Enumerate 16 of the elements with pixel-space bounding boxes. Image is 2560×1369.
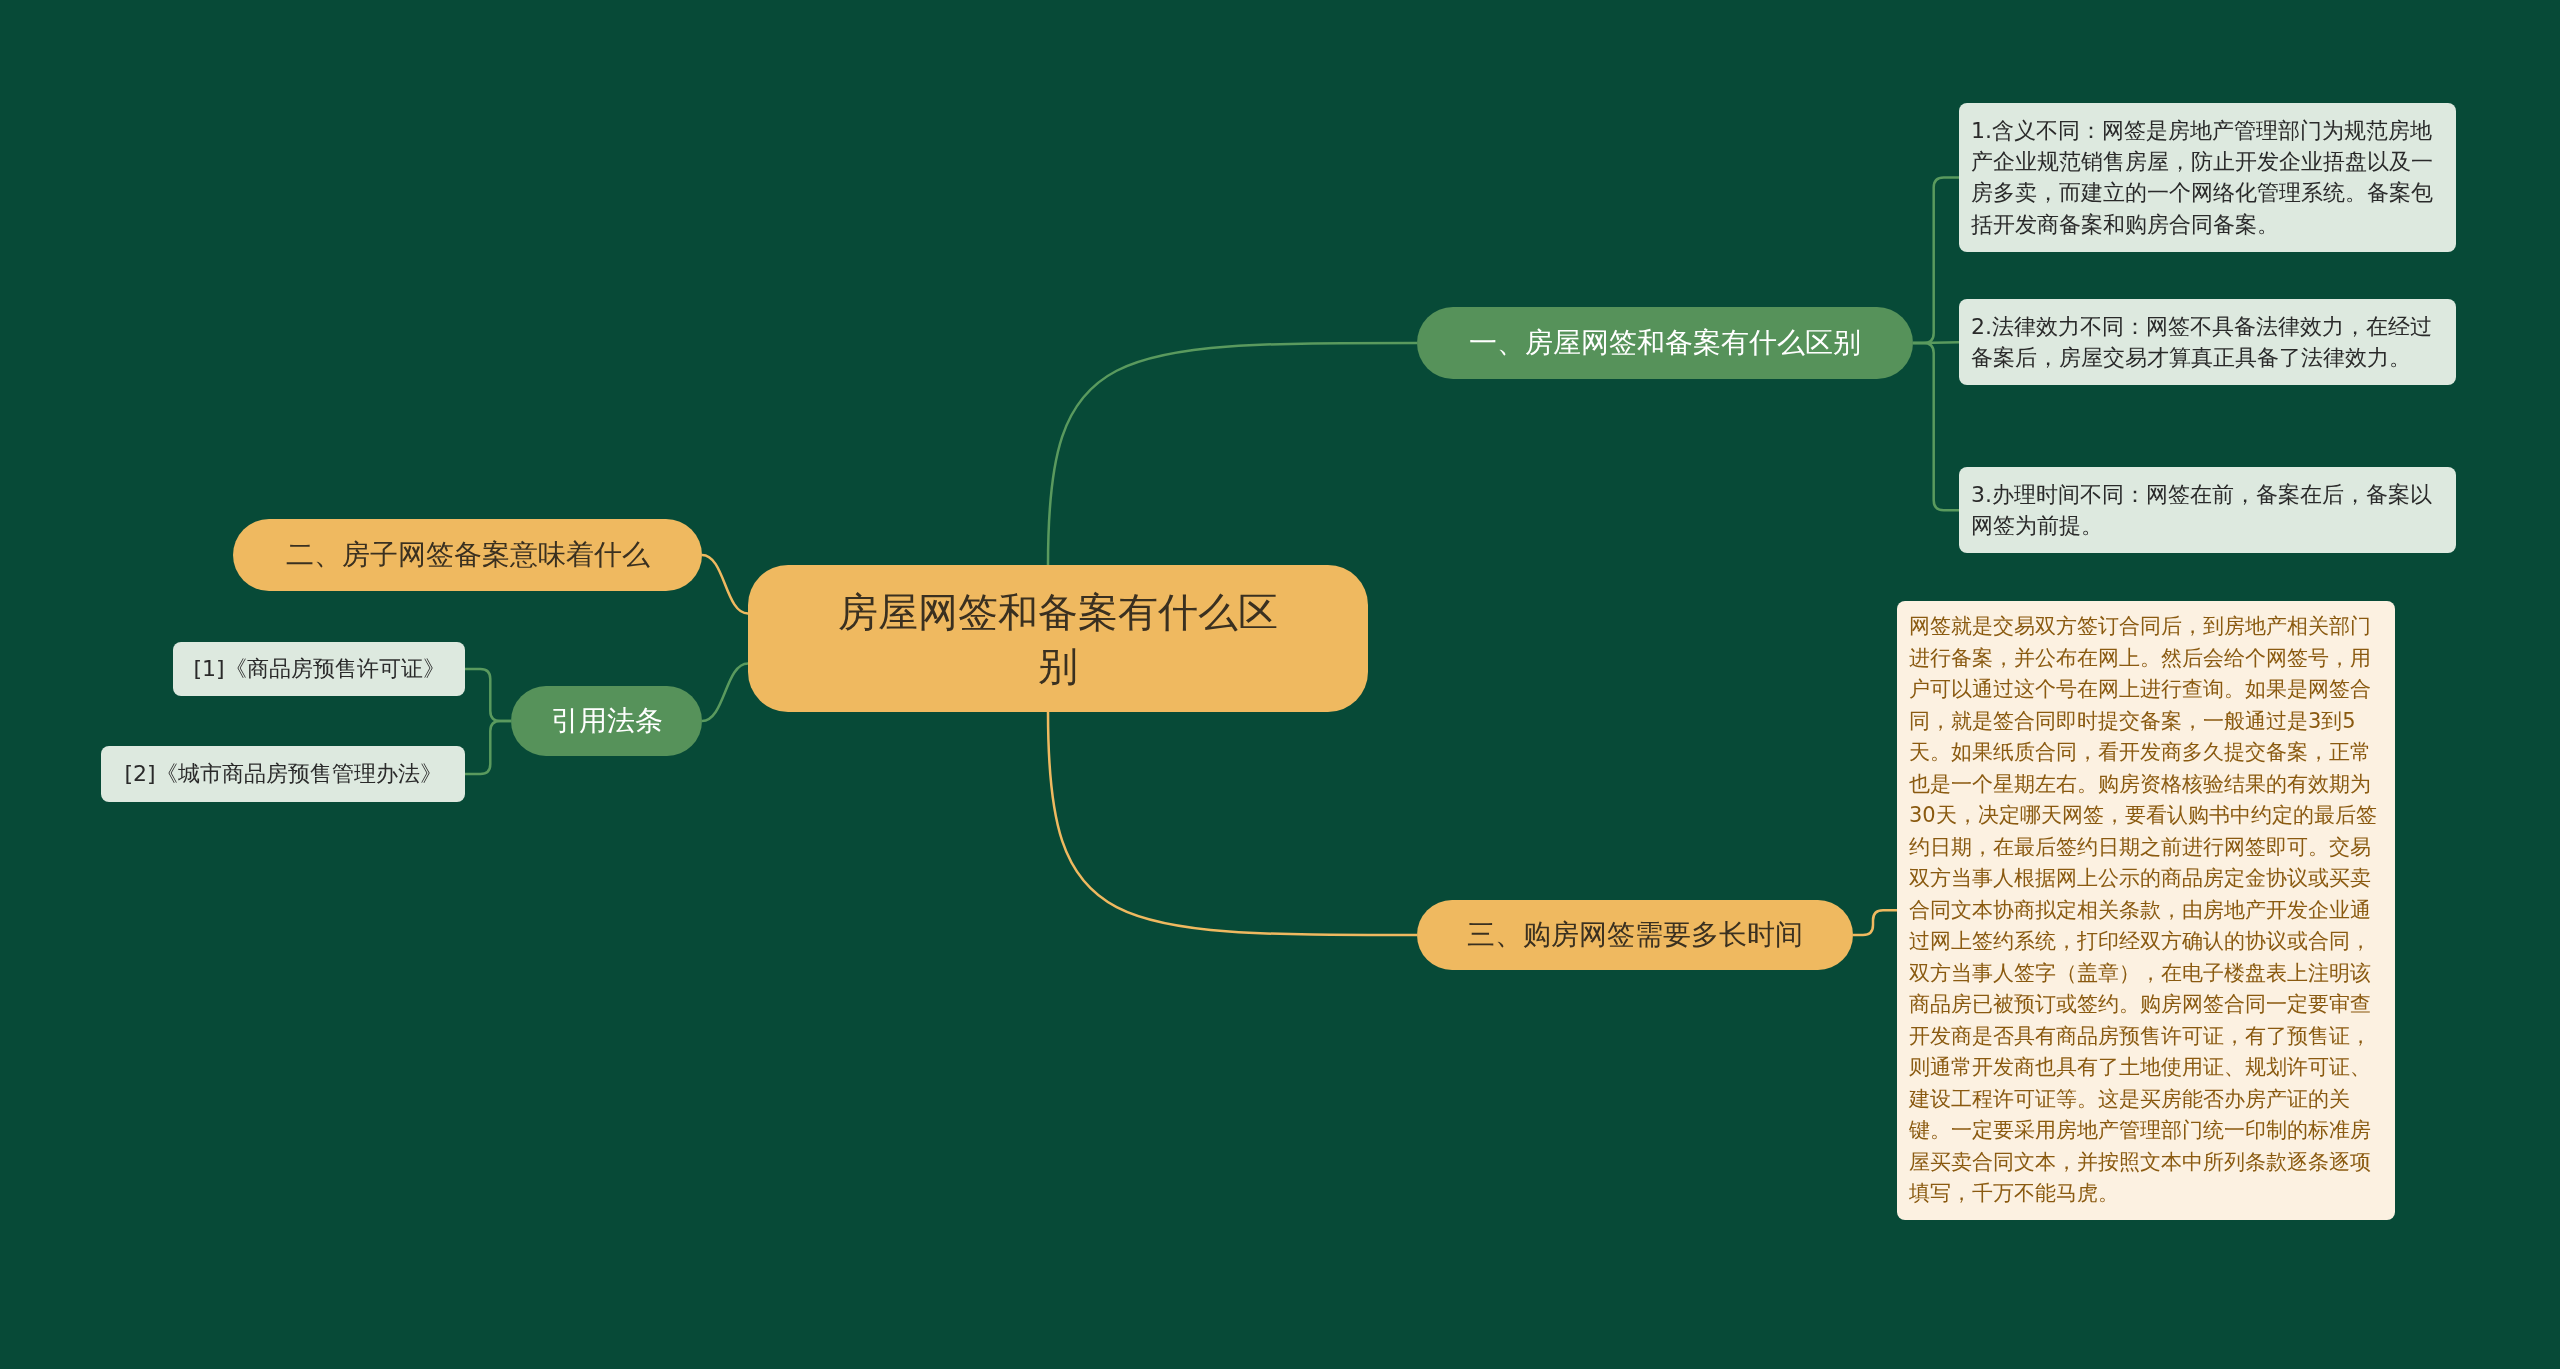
connector bbox=[1853, 909, 1897, 937]
note-box: 2.法律效力不同：网签不具备法律效力，在经过备案后，房屋交易才算真正具备了法律效力。 bbox=[1959, 299, 2456, 386]
reference-box: [1]《商品房预售许可证》 bbox=[173, 642, 465, 696]
connector bbox=[1046, 711, 1417, 937]
topic-box: 二、房子网签备案意味着什么 bbox=[233, 519, 702, 591]
central-topic: 房屋网签和备案有什么区别 bbox=[748, 565, 1368, 712]
topic-box: 三、购房网签需要多长时间 bbox=[1417, 900, 1853, 970]
reference-box: [2]《城市商品房预售管理办法》 bbox=[101, 746, 465, 802]
topic-box: 引用法条 bbox=[511, 686, 702, 756]
connector bbox=[1046, 341, 1417, 566]
note-box: 1.含义不同：网签是房地产管理部门为规范房地产企业规范销售房屋，防止开发企业捂盘以及一房多卖，而建立的一个网络化管理系统。备案包括开发商备案和购房合同备案。 bbox=[1959, 103, 2456, 252]
note-box: 3.办理时间不同：网签在前，备案在后，备案以网签为前提。 bbox=[1959, 467, 2456, 554]
topic-box: 一、房屋网签和备案有什么区别 bbox=[1417, 307, 1913, 379]
connector bbox=[701, 553, 749, 615]
note-box: 网签就是交易双方签订合同后，到房地产相关部门进行备案，并公布在网上。然后会给个网签号，用户可以通过这个号在网上进行查询。如果是网签合同，就是签合同即时提交备案，一般通过是3到5天。如果纸质合同，看开发商多久提交备案，正常也是一个星期左右。购房资格核验结果的有效期为30天，决定哪天网签，要看认购书中约定的最后签约日期，在最后签约日期之前进行网签即可。交易双方当事人根据网上公示的商品房定金协议或买卖合同文本协商拟定相关条款，由房地产开发企业通过网上签约系统，打印经双方确认的协议或合同，双方当事人签字（盖章），在电子楼盘表上注明该商品房已被预订或签约。购房网签合同一定要审查开发商是否具有商品房预售许可证，有了预售证，则通常开发商也具有了土地使用证、规划许可证、建设工程许可证等。这是买房能否办房产证的关键。一定要采用房地产管理部门统一印制的标准房屋买卖合同文本，并按照文本中所列条款逐条逐项填写，千万不能马虎。 bbox=[1897, 601, 2395, 1220]
connector bbox=[701, 662, 749, 723]
